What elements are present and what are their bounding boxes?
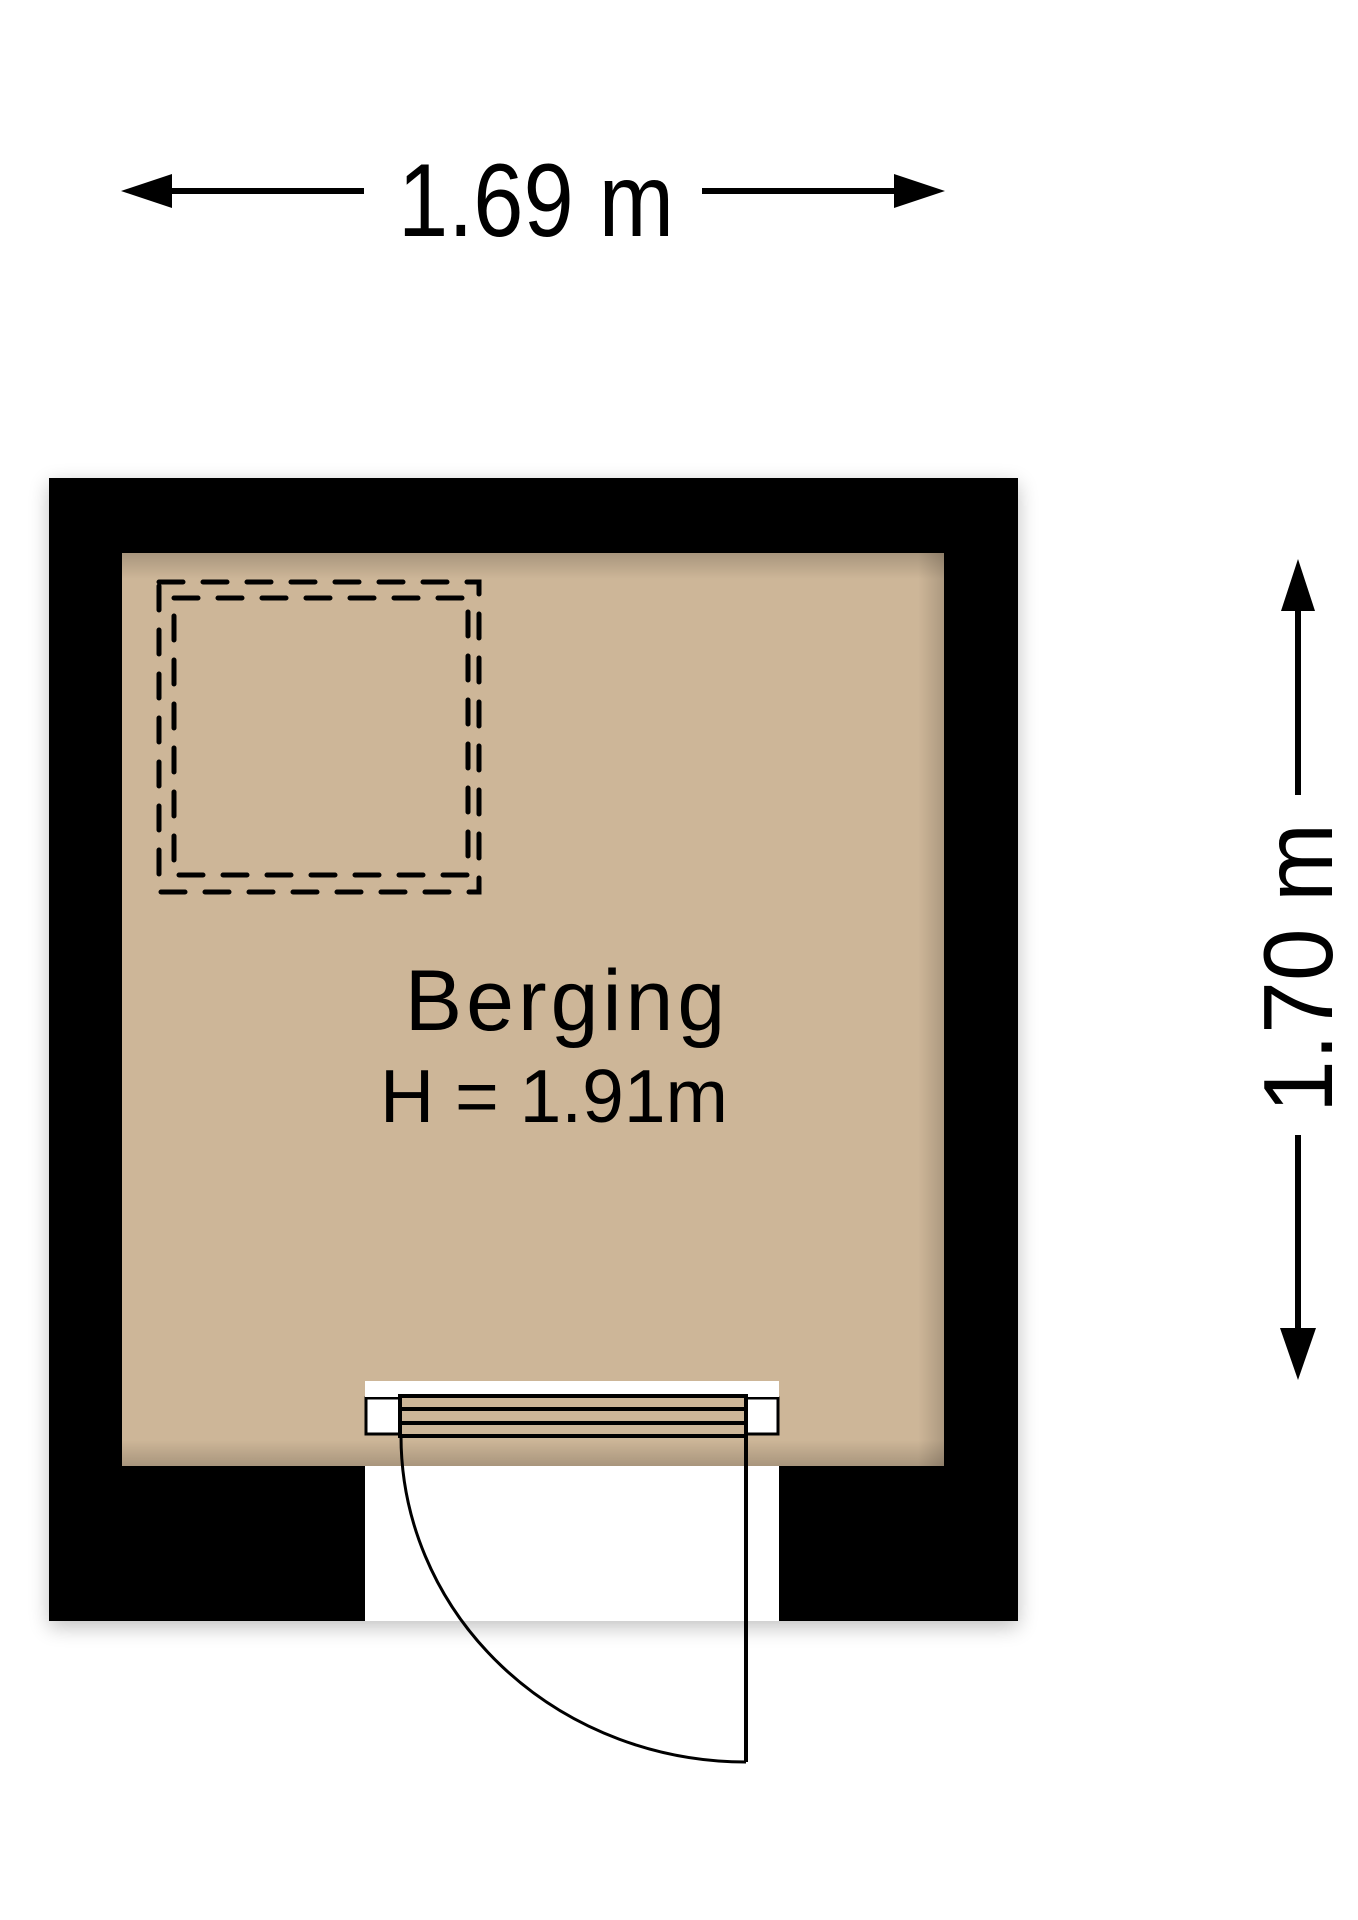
door [364,1381,780,1764]
hatch-outer [156,579,482,895]
depth-dimension: 1.70 m [1243,559,1353,1380]
room-floor [122,553,944,1466]
arrow-left-icon [121,174,172,208]
door-frame-left [364,1396,402,1436]
hatch-inner [171,595,471,878]
arrow-down-icon [1280,1328,1316,1380]
door-opening [365,1466,779,1621]
door-swing-arc [399,1435,747,1764]
room-name: Berging [405,953,729,1049]
width-label: 1.69 m [398,143,674,259]
door-frame-right [744,1396,780,1436]
room-label: Berging H = 1.91m [380,953,729,1138]
width-dimension: 1.69 m [121,143,945,259]
depth-label: 1.70 m [1243,823,1353,1113]
hatch-outline [156,579,482,895]
room-height: H = 1.91m [380,1054,728,1138]
arrow-right-icon [894,174,945,208]
arrow-up-icon [1281,559,1315,611]
